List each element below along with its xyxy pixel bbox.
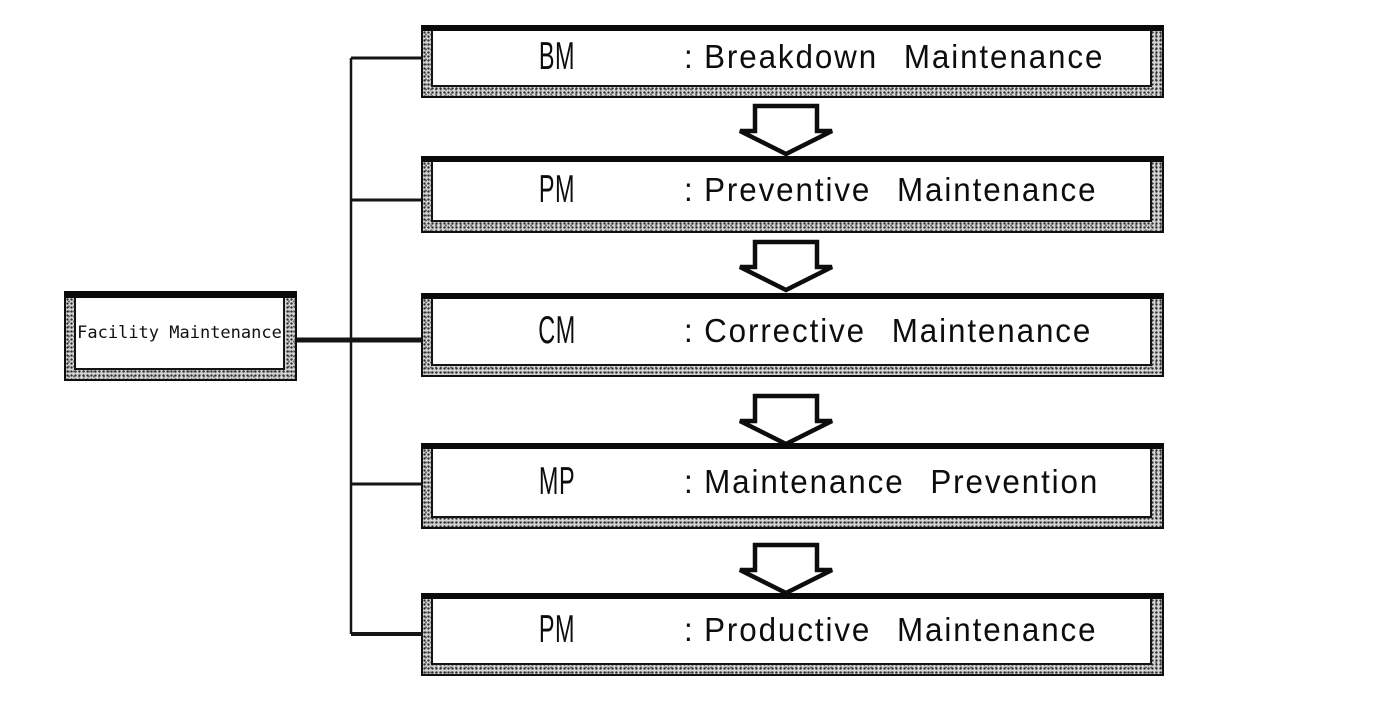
- node-pm-preventive-body: PM :Preventive Maintenance: [431, 162, 1152, 222]
- node-mp-body: MP :Maintenance Prevention: [431, 449, 1152, 518]
- node-cm-body: CM :Corrective Maintenance: [431, 299, 1152, 366]
- node-cm: CM :Corrective Maintenance: [421, 293, 1164, 377]
- colon-separator: :: [684, 311, 695, 349]
- node-mp-desc: :Maintenance Prevention: [684, 463, 1099, 501]
- colon-separator: :: [684, 171, 695, 209]
- down-block-arrow-icon: [738, 393, 834, 447]
- node-bm: BM :Breakdown Maintenance: [421, 25, 1164, 98]
- node-mp: MP :Maintenance Prevention: [421, 443, 1164, 529]
- node-mp-name: Maintenance Prevention: [704, 462, 1100, 500]
- node-cm-desc: :Corrective Maintenance: [684, 312, 1092, 350]
- node-bm-desc: :Breakdown Maintenance: [684, 38, 1104, 76]
- node-bm-body: BM :Breakdown Maintenance: [431, 31, 1152, 87]
- down-block-arrow-icon: [738, 542, 834, 596]
- down-block-arrow-icon: [738, 239, 834, 293]
- node-cm-name: Corrective Maintenance: [704, 311, 1093, 349]
- node-pm-preventive-abbr: PM: [538, 168, 576, 212]
- node-pm-preventive-desc: :Preventive Maintenance: [684, 171, 1097, 209]
- down-block-arrow-icon: [738, 103, 834, 157]
- node-pm-productive-abbr: PM: [538, 608, 576, 652]
- node-bm-name: Breakdown Maintenance: [704, 38, 1105, 76]
- root-label: Facility Maintenance: [77, 323, 282, 343]
- node-pm-productive-name: Productive Maintenance: [704, 611, 1098, 649]
- colon-separator: :: [684, 611, 695, 649]
- node-pm-productive-desc: :Productive Maintenance: [684, 611, 1097, 649]
- node-cm-abbr: CM: [538, 308, 576, 352]
- node-mp-abbr: MP: [538, 459, 576, 503]
- colon-separator: :: [684, 38, 695, 76]
- colon-separator: :: [684, 462, 695, 500]
- node-pm-productive-body: PM :Productive Maintenance: [431, 599, 1152, 665]
- node-pm-preventive: PM :Preventive Maintenance: [421, 156, 1164, 233]
- node-pm-preventive-name: Preventive Maintenance: [704, 171, 1098, 209]
- node-pm-productive: PM :Productive Maintenance: [421, 593, 1164, 676]
- node-bm-abbr: BM: [538, 35, 576, 79]
- node-facility-maintenance: Facility Maintenance: [64, 291, 297, 381]
- node-facility-maintenance-body: Facility Maintenance: [74, 298, 285, 370]
